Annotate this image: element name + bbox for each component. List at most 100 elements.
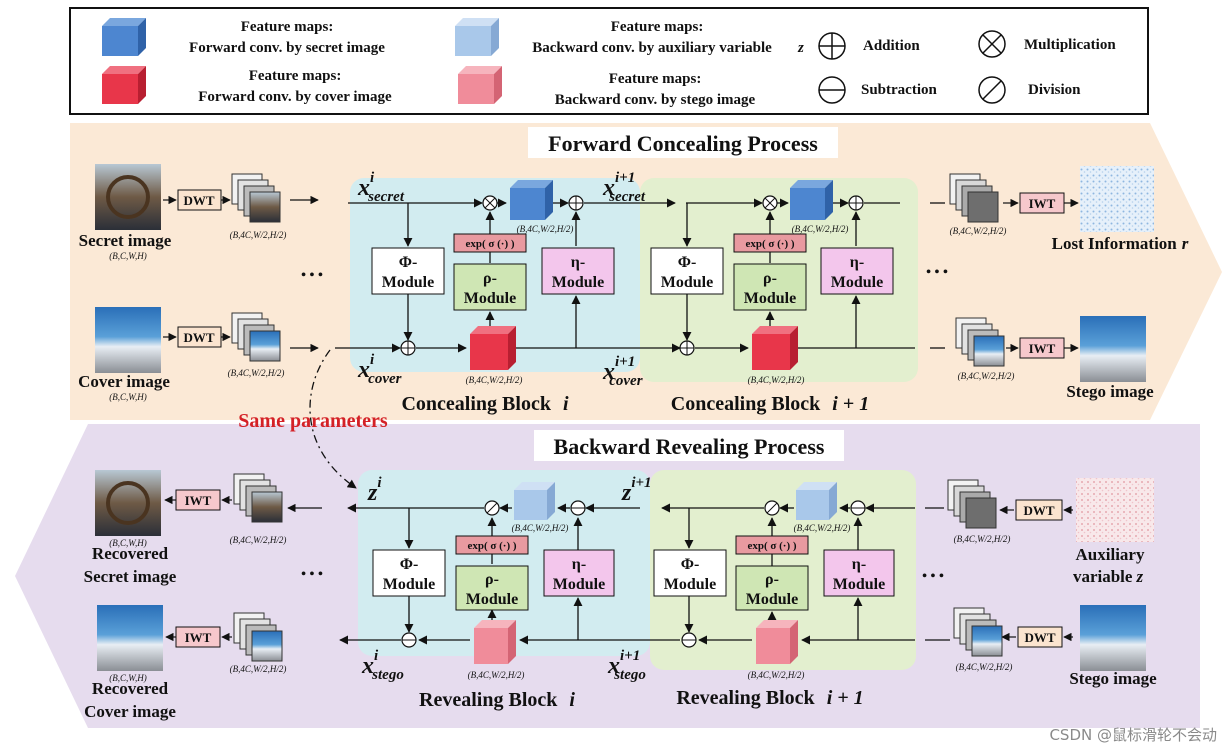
backward-ellipsis-left: • • • [301,567,323,582]
subtraction-icon [818,76,846,104]
z-i1: zi+1 [621,475,652,506]
add-op-f3 [848,195,864,211]
recovered-secret-label-1: Recovered [92,544,169,563]
recovered-secret-label-2: Secret image [84,567,177,586]
subtract-op-b3 [850,500,866,516]
same-parameters-label: Same parameters [238,410,388,432]
multiply-op-f3 [762,195,778,211]
legend-bwd-stego: Backward conv. by stego image [555,92,756,108]
svg-text:(B,4C,W/2,H/2): (B,4C,W/2,H/2) [748,375,805,385]
exp-sigma-f2 [733,233,807,253]
svg-text:(B,4C,W/2,H/2): (B,4C,W/2,H/2) [748,670,805,680]
dwt-aux [1015,499,1063,521]
add-op-f2 [400,340,416,356]
svg-text:Φ-: Φ- [399,254,418,271]
aux-label-1: Auxiliary [1076,545,1145,564]
eta-module-b2 [823,549,895,597]
eta-module-b1 [543,549,615,597]
svg-text:(B,4C,W/2,H/2): (B,4C,W/2,H/2) [230,230,287,240]
forward-ellipsis-left: • • • [301,268,323,283]
cube-lightblue-b1 [514,482,555,520]
svg-text:DWT: DWT [1023,503,1054,518]
cover-image [95,307,161,373]
svg-text:Module: Module [744,290,796,307]
legend-bwd-aux: Backward conv. by auxiliary variable [532,40,772,56]
svg-text:η-: η- [572,556,586,573]
svg-text:exp( σ (·) ): exp( σ (·) ) [745,238,794,250]
stack-rec-cover [233,612,283,662]
legend-subtraction: Subtraction [861,82,938,98]
cube-pink-b1 [474,620,516,664]
svg-text:ρ-: ρ- [483,270,497,287]
svg-text:(B,C,W,H): (B,C,W,H) [109,673,146,683]
eta-module-f1 [541,247,615,295]
svg-text:Module: Module [383,576,435,593]
svg-text:exp( σ (·) ): exp( σ (·) ) [747,540,796,552]
svg-text:exp( σ (·) ): exp( σ (·) ) [467,540,516,552]
stack-rec-secret [233,473,283,523]
multiplication-icon [978,30,1006,58]
stack-secret [231,173,281,223]
legend-fmap-2: Feature maps: [249,68,342,84]
subtract-op-b4 [681,632,697,648]
svg-text:(B,4C,W/2,H/2): (B,4C,W/2,H/2) [950,226,1007,236]
phi-module-b1 [372,549,446,597]
forward-title: Forward Concealing Process [548,131,818,156]
cover-shape: (B,C,W,H) [109,392,146,402]
secret-image [95,164,161,230]
cube-blue-f2 [790,180,833,220]
svg-text:(B,4C,W/2,H/2): (B,4C,W/2,H/2) [468,670,525,680]
legend-bwd-aux-var: z [797,40,804,56]
rho-module-f1 [453,263,527,311]
subtract-op-b2 [401,632,417,648]
rho-module-f2 [733,263,807,311]
svg-text:(B,4C,W/2,H/2): (B,4C,W/2,H/2) [230,535,287,545]
svg-text:Module: Module [833,576,885,593]
recovered-cover-label-1: Recovered [92,679,169,698]
auxiliary-variable-image [1076,478,1154,542]
svg-text:DWT: DWT [1024,630,1055,645]
svg-text:Module: Module [552,274,604,291]
svg-text:(B,4C,W/2,H/2): (B,4C,W/2,H/2) [517,224,574,234]
watermark: CSDN @鼠标滑轮不会动 [1049,726,1217,744]
svg-text:DWT: DWT [183,330,214,345]
backward-ellipsis-right: • • • [922,569,944,584]
stack-aux [947,479,997,529]
svg-text:Module: Module [664,576,716,593]
svg-text:Φ-: Φ- [678,254,697,271]
svg-text:η-: η- [850,254,864,271]
recovered-cover-image [97,605,163,671]
rho-module-b2 [735,565,809,611]
recovered-cover-label-2: Cover image [84,702,176,721]
phi-module-b2 [653,549,727,597]
stack-lost [949,173,999,223]
svg-text:ρ-: ρ- [765,571,779,588]
phi-module-f2 [650,247,724,295]
svg-text:(B,4C,W/2,H/2): (B,4C,W/2,H/2) [228,368,285,378]
svg-text:Module: Module [661,274,713,291]
division-op-b3 [764,500,780,516]
subtract-op-b1 [570,500,586,516]
svg-text:η-: η- [852,556,866,573]
forward-ellipsis-right: • • • [926,265,948,280]
cube-red-f1 [470,326,516,370]
svg-text:Φ-: Φ- [400,556,419,573]
svg-text:Module: Module [746,591,798,608]
same-parameters-arrow [309,349,357,489]
svg-text:(B,4C,W/2,H/2): (B,4C,W/2,H/2) [794,523,851,533]
svg-text:IWT: IWT [1029,341,1056,356]
svg-text:Module: Module [466,591,518,608]
legend-fwd-secret: Forward conv. by secret image [189,40,385,56]
svg-text:ρ-: ρ- [763,270,777,287]
svg-text:Module: Module [464,290,516,307]
division-icon [978,76,1006,104]
legend-cube-pink [458,66,502,104]
eta-module-f2 [820,247,894,295]
